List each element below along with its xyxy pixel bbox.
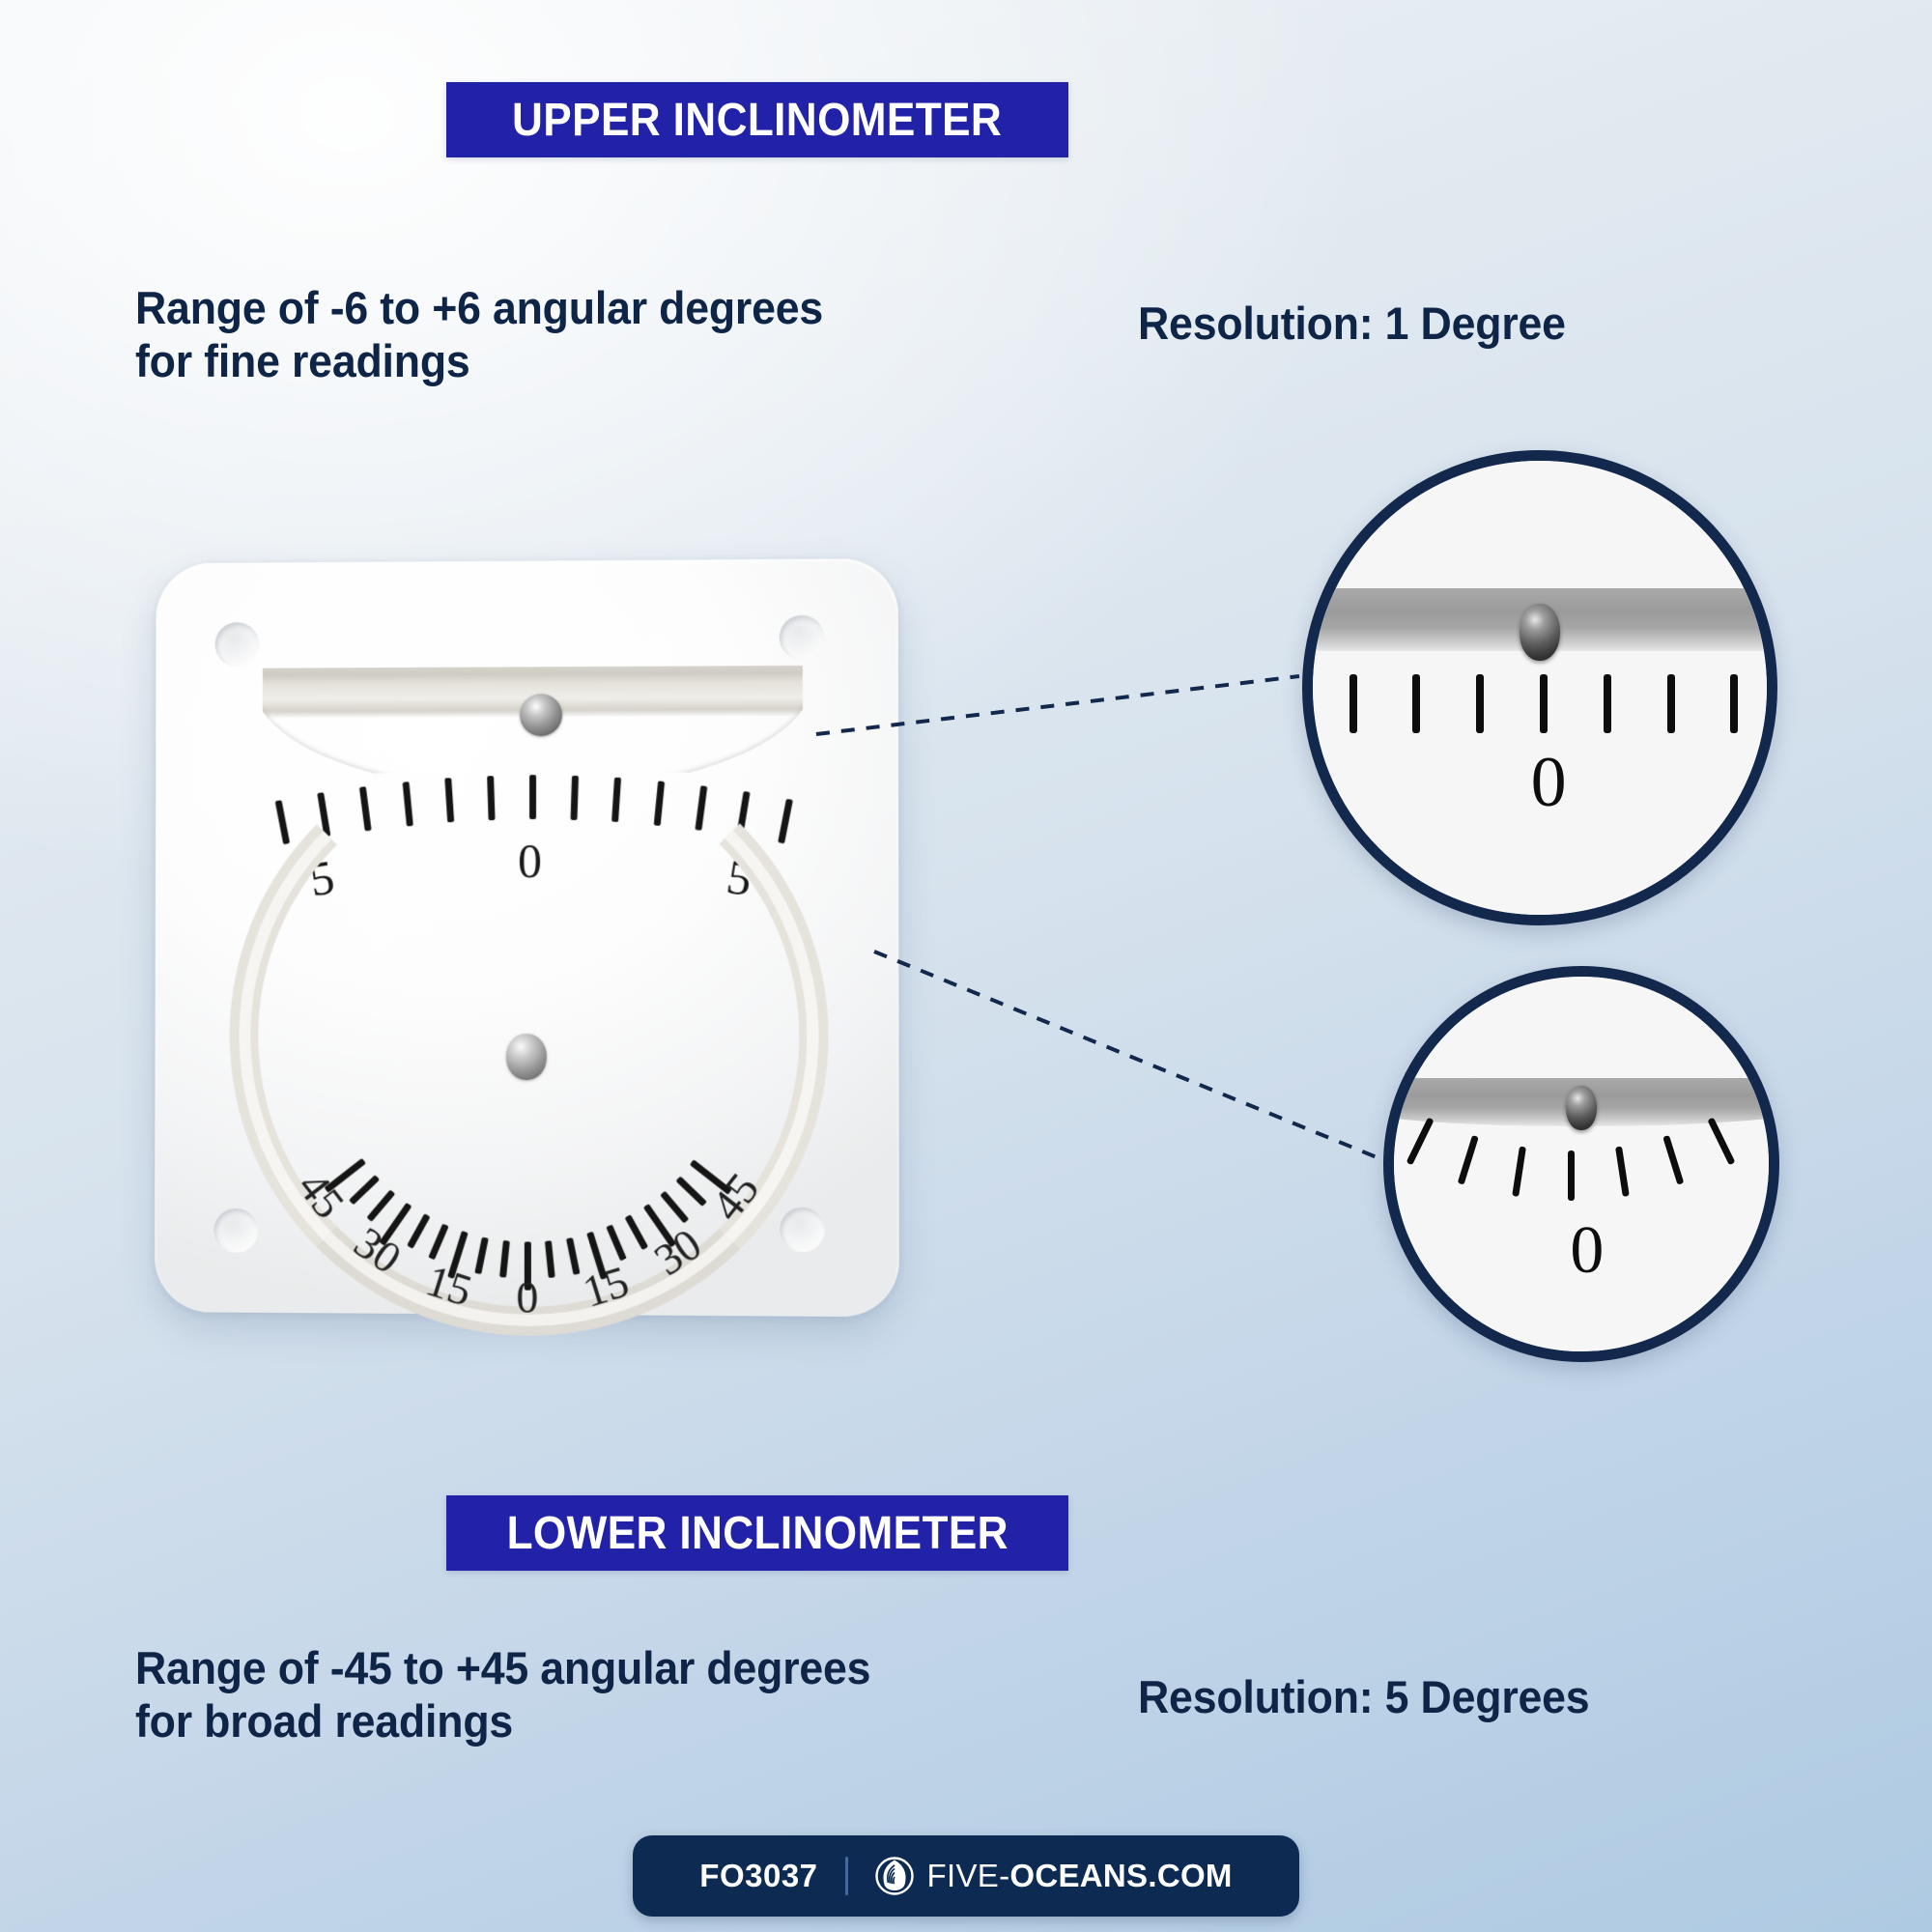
upper-magnifier-bubble: [1519, 604, 1561, 661]
upper-magnifier-tick: [1730, 673, 1739, 733]
upper-inclinometer-banner: UPPER INCLINOMETER: [446, 82, 1068, 157]
lower-magnifier-content: 0: [1394, 977, 1769, 1351]
lower-scale-number: 45: [288, 1162, 355, 1229]
lower-scale-number: 30: [644, 1218, 710, 1285]
shell-logo-icon: [874, 1857, 914, 1895]
screw-hole-top-left: [214, 622, 260, 667]
lower-resolution-text: Resolution: 5 Degrees: [1138, 1671, 1590, 1722]
footer-sku-label: FO3037: [699, 1858, 818, 1893]
footer-brand-group: FIVE-OCEANS.COM: [874, 1857, 1233, 1895]
upper-scale-magnifier: 0: [1302, 450, 1777, 925]
lower-magnifier-zero-label: 0: [1570, 1213, 1605, 1289]
lower-magnifier-tick: [1707, 1117, 1736, 1165]
upper-magnifier-zero-label: 0: [1530, 743, 1567, 823]
upper-magnifier-tick: [1349, 673, 1357, 733]
lower-scale-number: 0: [516, 1272, 539, 1322]
upper-magnifier-tick: [1603, 673, 1611, 733]
lower-scale-number: 30: [346, 1216, 411, 1283]
upper-tick-mark: [778, 798, 793, 844]
upper-magnifier-content: 0: [1313, 461, 1767, 915]
screw-hole-top-right: [779, 614, 825, 661]
lower-inclinometer-banner: LOWER INCLINOMETER: [446, 1495, 1068, 1571]
upper-magnifier-tick: [1666, 673, 1675, 733]
footer-divider: [844, 1857, 848, 1895]
connector-line-lower: [873, 950, 1382, 1161]
upper-resolution-text: Resolution: 1 Degree: [1138, 298, 1566, 349]
upper-magnifier-tick: [1540, 673, 1548, 733]
footer-brand-bold: OCEANS.COM: [1009, 1858, 1233, 1893]
lower-magnifier-tick: [1406, 1117, 1435, 1165]
upper-bubble-ball: [520, 694, 563, 737]
lower-magnifier-tick: [1457, 1134, 1480, 1185]
lower-banner-label: LOWER INCLINOMETER: [506, 1507, 1009, 1559]
upper-banner-label: UPPER INCLINOMETER: [512, 94, 1003, 146]
lower-magnifier-tick: [1662, 1134, 1685, 1185]
upper-tick-mark: [274, 800, 291, 845]
upper-range-text: Range of -6 to +6 angular degrees for fi…: [135, 282, 824, 386]
lower-range-text: Range of -45 to +45 angular degrees for …: [135, 1642, 871, 1747]
footer-badge: FO3037 FIVE-OCEANS.COM: [633, 1835, 1299, 1917]
lower-magnifier-tick: [1615, 1146, 1631, 1198]
footer-brand-thin: FIVE-: [926, 1858, 1010, 1893]
lower-magnifier-tick: [1511, 1146, 1526, 1198]
lower-magnifier-bubble: [1566, 1085, 1597, 1131]
lower-scale-magnifier: 0: [1383, 966, 1779, 1362]
lower-scale-number: 45: [701, 1164, 769, 1231]
upper-magnifier-tick: [1412, 673, 1421, 733]
upper-magnifier-tick: [1476, 673, 1485, 733]
footer-brand-label: FIVE-OCEANS.COM: [927, 1858, 1233, 1894]
lower-magnifier-tick: [1567, 1151, 1575, 1201]
